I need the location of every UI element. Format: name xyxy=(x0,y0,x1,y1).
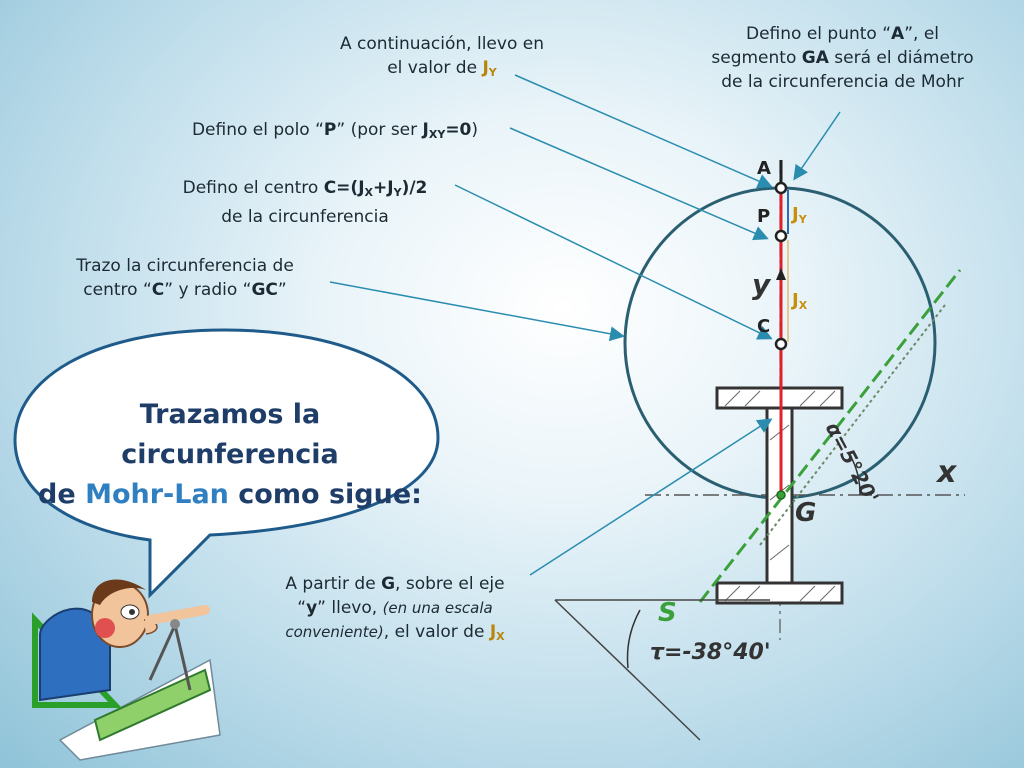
note-punto-a: Defino el punto “A”, el segmento GA será… xyxy=(711,24,974,92)
note-polo: Defino el polo “P” (por ser JXY=0) xyxy=(191,120,479,141)
label-y-axis: y xyxy=(752,268,771,301)
note-centro: Defino el centro C=(JX+JY)/2 de la circu… xyxy=(182,178,428,227)
principal-axis xyxy=(698,269,962,603)
note-continuacion: A continuación, llevo en el valor de JY xyxy=(340,34,544,79)
label-s: S xyxy=(658,598,677,628)
point-a xyxy=(774,181,788,195)
speech-bubble xyxy=(13,328,440,599)
point-c xyxy=(774,337,788,351)
note-partir: A partir de G, sobre el eje “y” llevo, (… xyxy=(285,574,505,643)
label-c: C xyxy=(757,316,771,337)
point-p xyxy=(774,229,788,243)
label-jy: JY xyxy=(792,204,807,226)
label-x-axis: x xyxy=(937,455,957,490)
label-a: A xyxy=(757,158,771,179)
drafter-illustration xyxy=(32,579,221,761)
label-p: P xyxy=(757,206,771,227)
note-trazo: Trazo la circunferencia de centro “C” y … xyxy=(76,256,294,300)
label-tau: τ=-38°40' xyxy=(650,640,771,665)
i-beam-section xyxy=(715,386,844,605)
label-jx: JX xyxy=(792,290,808,312)
point-g xyxy=(776,490,786,500)
bubble-heading: Trazamos la circunferencia de Mohr-Lan c… xyxy=(38,399,422,510)
label-g: G xyxy=(795,498,817,528)
